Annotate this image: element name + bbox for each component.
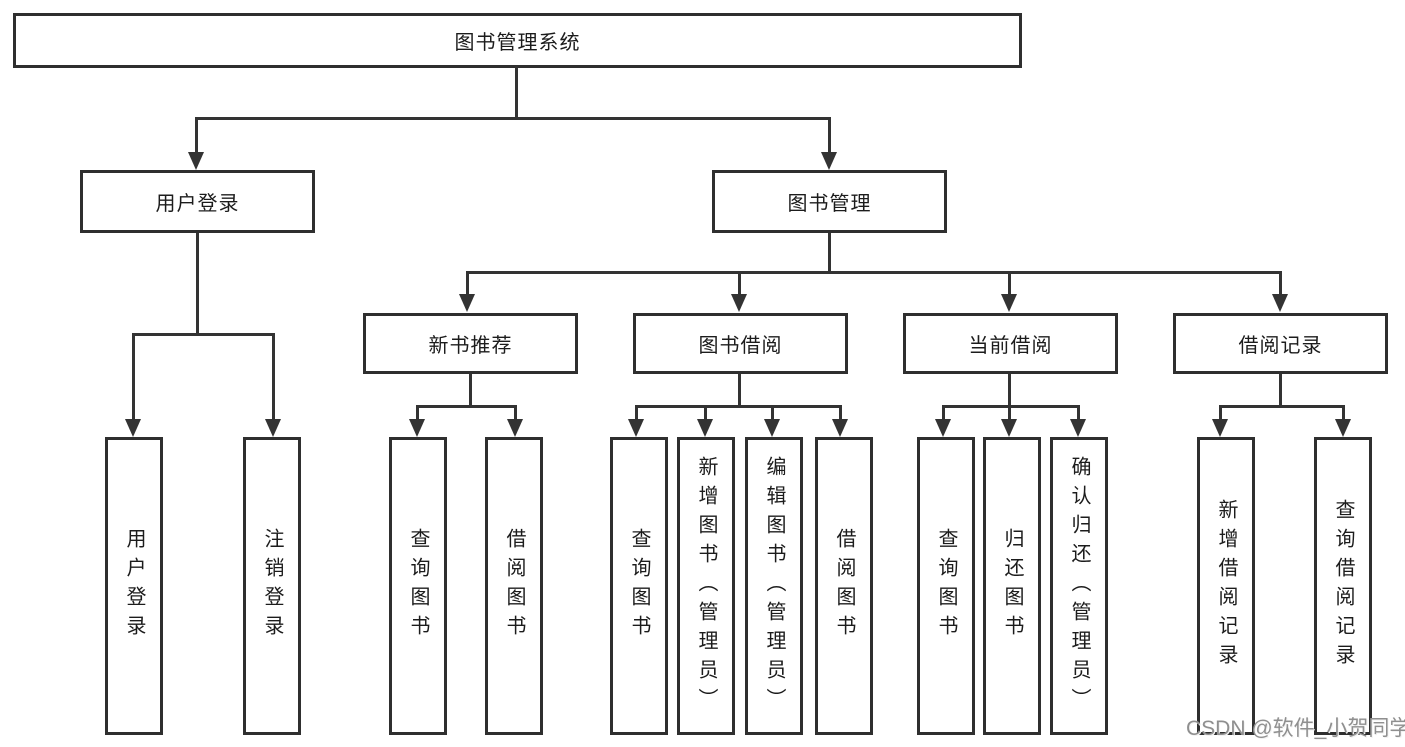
connector-currentborrow-branch <box>942 405 1080 408</box>
leaf-bb-query-books: 查询图书 <box>610 437 668 735</box>
arrowhead-user-login <box>188 152 204 170</box>
node-user-login: 用户登录 <box>80 170 315 233</box>
connector-drop-bb-borrow <box>839 405 842 421</box>
leaf-label: 编辑图书（管理员） <box>763 455 785 717</box>
arrowhead-cb-confirm <box>1070 419 1086 437</box>
node-label: 图书管理系统 <box>454 32 581 54</box>
arrowhead-bb-add <box>697 419 713 437</box>
arrowhead-current-borrow <box>1001 294 1017 312</box>
node-label: 借阅记录 <box>1238 335 1323 357</box>
connector-bookmgmt-stem <box>828 233 831 274</box>
arrowhead-leaf-logout <box>265 419 281 437</box>
leaf-bb-edit-books-admin: 编辑图书（管理员） <box>745 437 803 735</box>
arrowhead-bb-edit <box>764 419 780 437</box>
leaf-br-query-record: 查询借阅记录 <box>1314 437 1372 735</box>
arrowhead-leaf-login <box>125 419 141 437</box>
node-label: 图书管理 <box>787 193 872 215</box>
leaf-label: 新增借阅记录 <box>1215 499 1237 673</box>
leaf-logout: 注销登录 <box>243 437 301 735</box>
connector-drop-bb-query <box>635 405 638 421</box>
leaf-label: 借阅图书 <box>503 528 525 644</box>
arrowhead-br-query <box>1335 419 1351 437</box>
leaf-label: 查询图书 <box>935 528 957 644</box>
arrowhead-book-borrow <box>731 294 747 312</box>
connector-drop-bb-edit <box>771 405 774 421</box>
leaf-bb-add-books-admin: 新增图书（管理员） <box>677 437 735 735</box>
connector-root-branch <box>195 117 831 120</box>
connector-userlogin-stem <box>196 233 199 336</box>
connector-drop-borrow-record <box>1279 271 1282 296</box>
connector-drop-br-add <box>1219 405 1222 421</box>
connector-root-stem <box>515 66 518 118</box>
csdn-watermark: CSDN @软件_小贺同学 <box>1186 717 1405 740</box>
connector-drop-nb-query <box>416 405 419 421</box>
arrowhead-new-book <box>459 294 475 312</box>
connector-drop-cb-return <box>1008 405 1011 421</box>
node-root-library-system: 图书管理系统 <box>13 13 1022 68</box>
arrowhead-bb-borrow <box>832 419 848 437</box>
arrowhead-cb-query <box>935 419 951 437</box>
connector-drop-cb-confirm <box>1077 405 1080 421</box>
leaf-cb-confirm-return-admin: 确认归还（管理员） <box>1050 437 1108 735</box>
connector-drop-leaf-logout <box>272 333 275 420</box>
connector-newbook-stem <box>469 374 472 408</box>
leaf-label: 归还图书 <box>1001 528 1023 644</box>
connector-currentborrow-stem <box>1008 374 1011 408</box>
connector-borrowrecord-stem <box>1279 374 1282 408</box>
node-label: 用户登录 <box>155 193 240 215</box>
connector-drop-bb-add <box>704 405 707 421</box>
leaf-br-add-record: 新增借阅记录 <box>1197 437 1255 735</box>
leaf-bb-borrow-books: 借阅图书 <box>815 437 873 735</box>
connector-drop-current-borrow <box>1008 271 1011 296</box>
node-book-borrowing: 图书借阅 <box>633 313 848 374</box>
connector-bookmgmt-branch <box>466 271 1282 274</box>
connector-drop-new-book <box>466 271 469 296</box>
connector-bookborrow-stem <box>738 374 741 408</box>
node-label: 当前借阅 <box>968 335 1053 357</box>
node-book-management: 图书管理 <box>712 170 947 233</box>
connector-drop-book-borrow <box>738 271 741 296</box>
connector-userlogin-branch <box>132 333 275 336</box>
arrowhead-book-mgmt <box>821 152 837 170</box>
node-new-book-recommend: 新书推荐 <box>363 313 578 374</box>
arrowhead-borrow-record <box>1272 294 1288 312</box>
arrowhead-bb-query <box>628 419 644 437</box>
arrowhead-br-add <box>1212 419 1228 437</box>
connector-drop-leaf-login <box>132 333 135 420</box>
leaf-nb-borrow-books: 借阅图书 <box>485 437 543 735</box>
node-borrowing-records: 借阅记录 <box>1173 313 1388 374</box>
connector-bookborrow-branch <box>635 405 842 408</box>
arrowhead-nb-query <box>409 419 425 437</box>
leaf-user-login: 用户登录 <box>105 437 163 735</box>
connector-drop-user-login <box>195 117 198 154</box>
leaf-label: 注销登录 <box>261 528 283 644</box>
leaf-nb-query-books: 查询图书 <box>389 437 447 735</box>
node-label: 新书推荐 <box>428 335 513 357</box>
leaf-cb-query-books: 查询图书 <box>917 437 975 735</box>
leaf-label: 用户登录 <box>123 528 145 644</box>
leaf-label: 新增图书（管理员） <box>695 455 717 717</box>
leaf-cb-return-books: 归还图书 <box>983 437 1041 735</box>
node-label: 图书借阅 <box>698 335 783 357</box>
leaf-label: 查询图书 <box>628 528 650 644</box>
connector-drop-nb-borrow <box>514 405 517 421</box>
connector-drop-book-mgmt <box>828 117 831 154</box>
leaf-label: 借阅图书 <box>833 528 855 644</box>
arrowhead-nb-borrow <box>507 419 523 437</box>
leaf-label: 查询图书 <box>407 528 429 644</box>
arrowhead-cb-return <box>1001 419 1017 437</box>
leaf-label: 确认归还（管理员） <box>1068 455 1090 717</box>
connector-newbook-branch <box>416 405 517 408</box>
leaf-label: 查询借阅记录 <box>1332 499 1354 673</box>
connector-drop-br-query <box>1342 405 1345 421</box>
connector-drop-cb-query <box>942 405 945 421</box>
node-current-borrowing: 当前借阅 <box>903 313 1118 374</box>
connector-borrowrecord-branch <box>1219 405 1345 408</box>
